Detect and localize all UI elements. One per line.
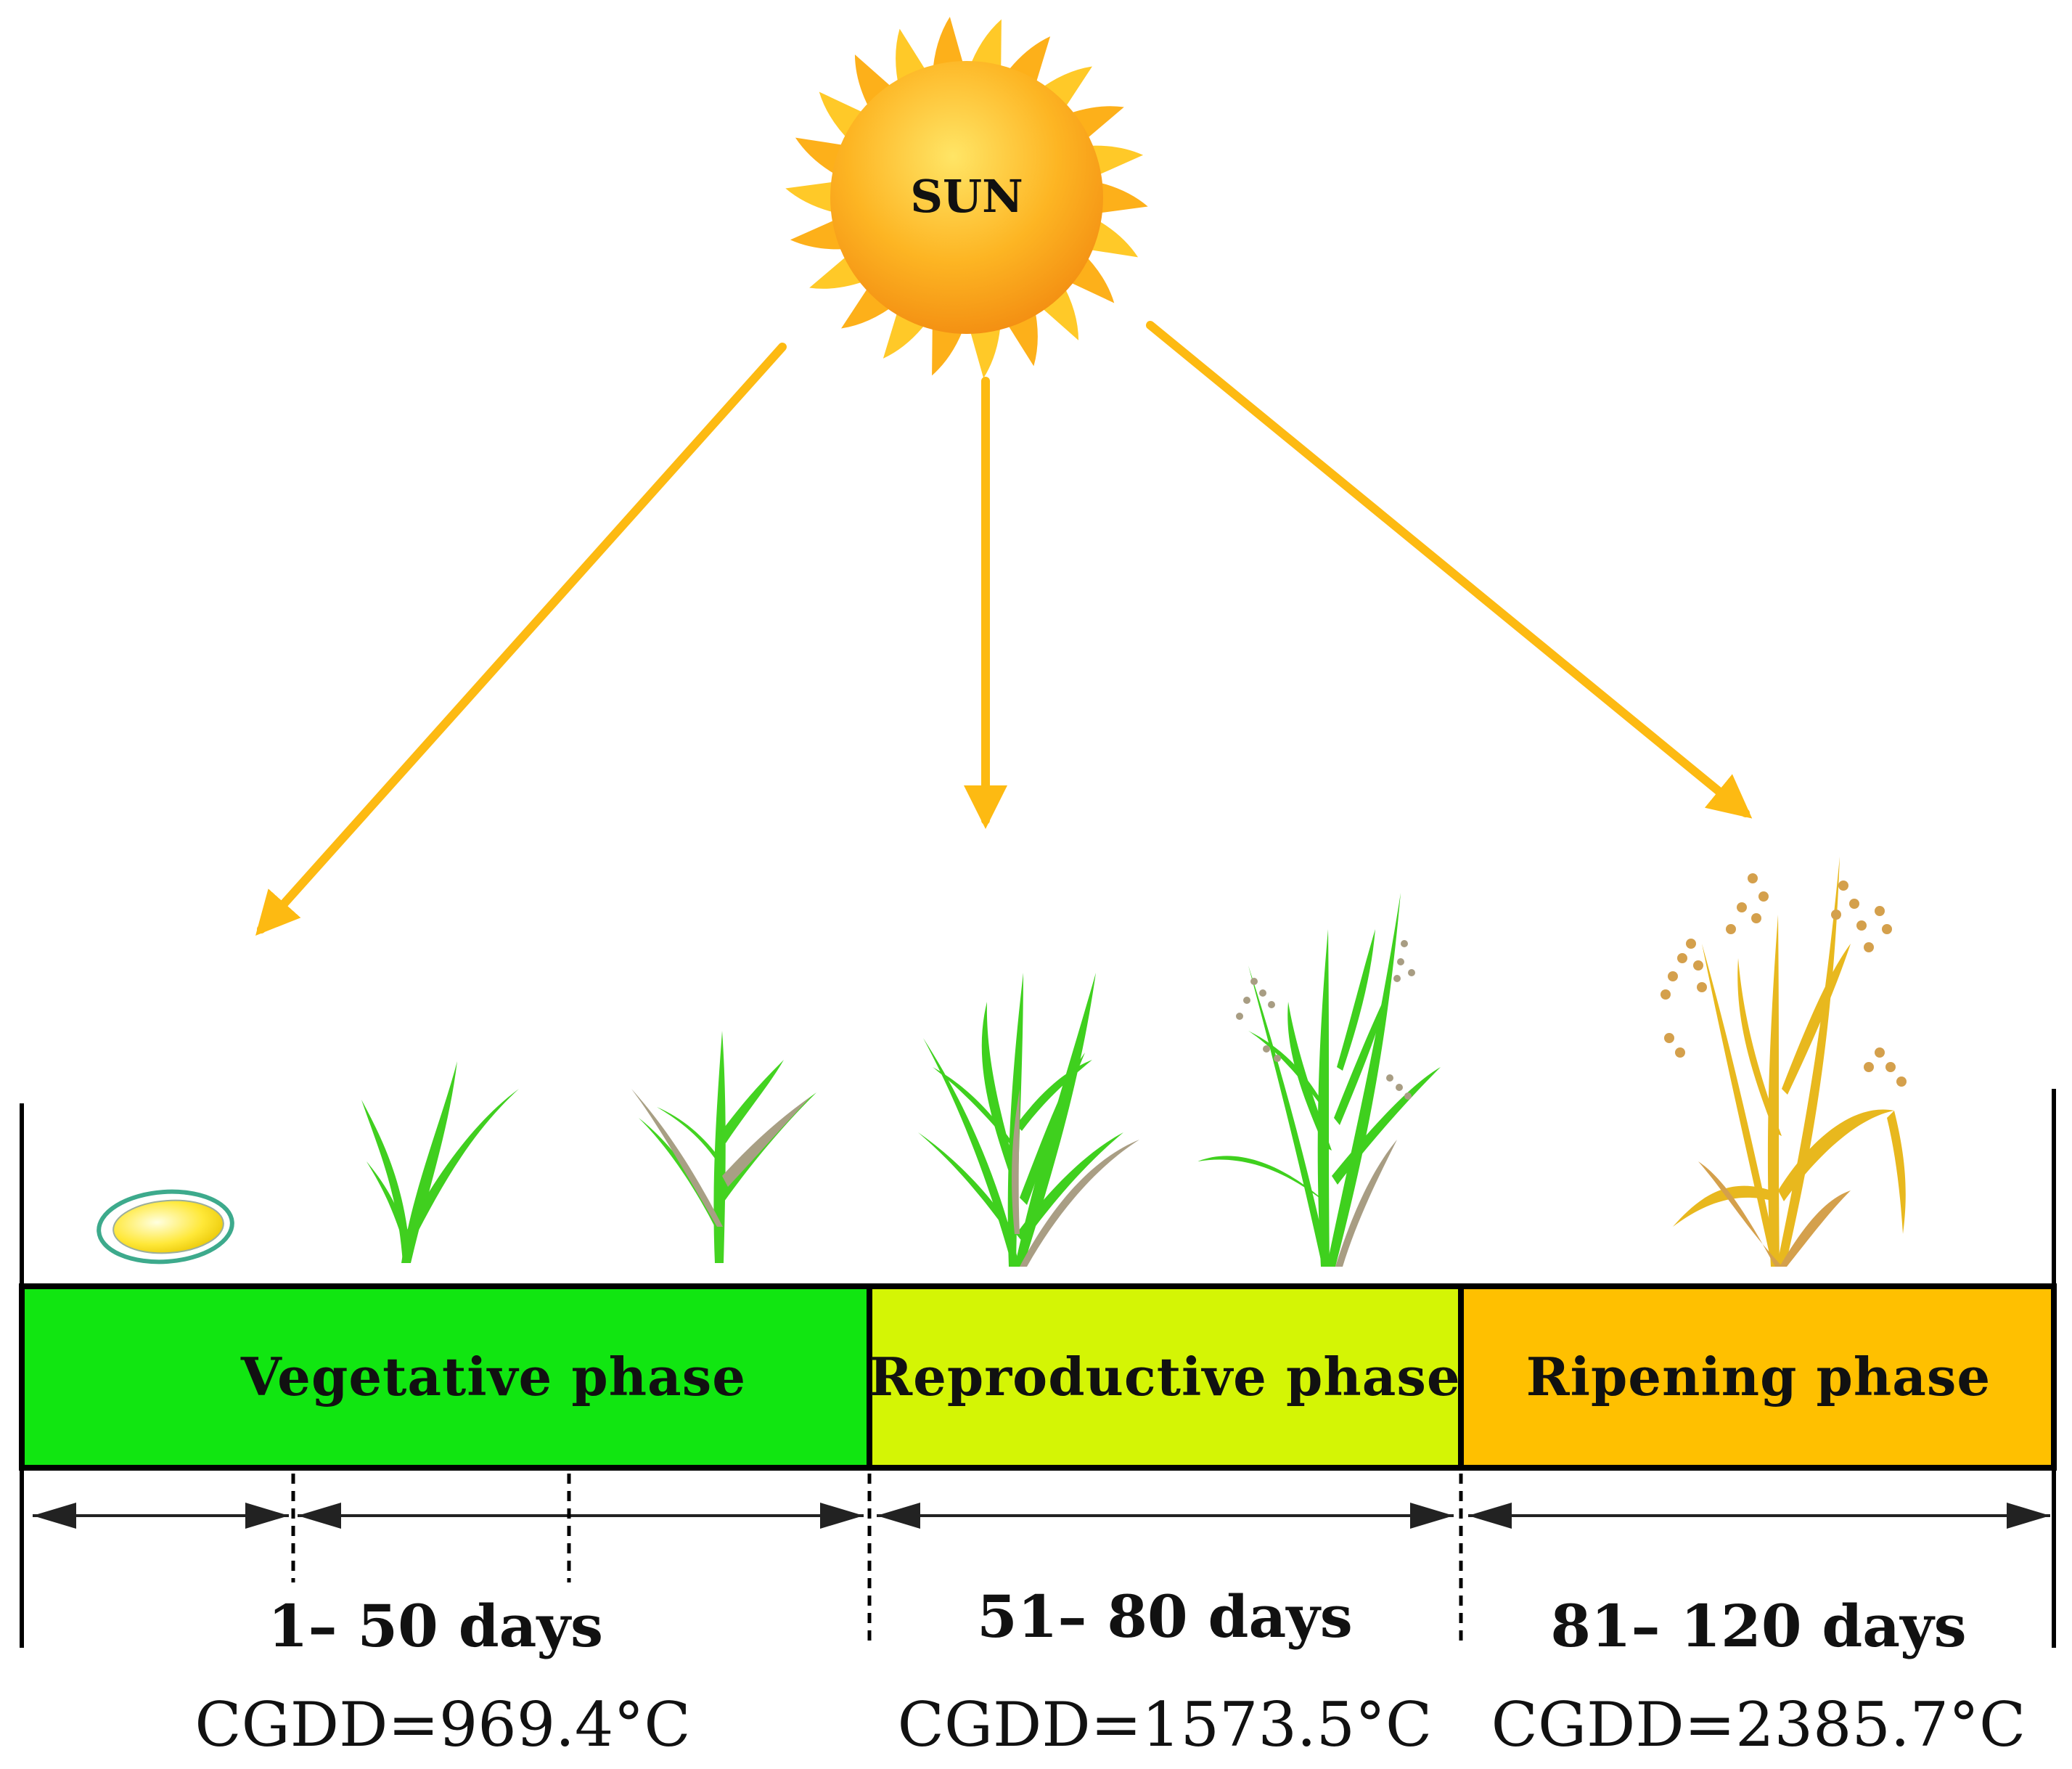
phase-label-reproductive: Reproductive phase [869, 1346, 1460, 1408]
sun-label: SUN [910, 170, 1023, 223]
days-label-ripening: 81– 120 days [1550, 1592, 1966, 1660]
mature-rice-plant-icon [1661, 857, 1907, 1267]
phase-bar: Vegetative phase Reproductive phase Ripe… [19, 1283, 2057, 1471]
sun-ray [932, 17, 965, 75]
phase-label-ripening: Ripening phase [1526, 1346, 1991, 1408]
sun: SUN [785, 17, 1148, 378]
reproductive-duration-arrow [877, 1503, 1454, 1529]
sun-disc [830, 61, 1103, 334]
sun-ray [1092, 181, 1148, 214]
phase-box-reproductive [867, 1283, 1464, 1471]
sunlight-arrow-right [1146, 321, 1753, 819]
sunlight-arrows [255, 321, 1753, 936]
vegetative-substage-arrow-1 [33, 1503, 289, 1529]
tillering-plant-icon [631, 1031, 816, 1263]
phase-box-ripening [1458, 1283, 2057, 1471]
sun-ray [785, 181, 841, 214]
days-label-reproductive: 51– 80 days [977, 1582, 1353, 1651]
growth-stages [97, 857, 1907, 1267]
rice-seed-icon [97, 1189, 234, 1265]
ripening-duration-arrow [1468, 1503, 2050, 1529]
seedling-icon [361, 1061, 519, 1263]
sunlight-arrow-left [255, 343, 787, 936]
booting-plant-icon [918, 973, 1139, 1267]
cgdd-label-ripening: CGDD=2385.7°C [1491, 1689, 2026, 1760]
days-label-vegetative: 1– 50 days [268, 1592, 603, 1660]
cgdd-label-reproductive: CGDD=1573.5°C [898, 1689, 1433, 1760]
vegetative-substage-arrow-2 [298, 1503, 864, 1529]
heading-plant-icon [1197, 893, 1441, 1267]
duration-arrows [33, 1503, 2050, 1529]
phase-label-vegetative: Vegetative phase [240, 1346, 746, 1408]
dotted-dividers [291, 1474, 1463, 1644]
sun-ray [968, 19, 1002, 75]
phase-durations: 1– 50 days 51– 80 days 81– 120 days CGDD… [194, 1582, 2026, 1760]
sun-ray [968, 319, 1002, 378]
sun-ray [932, 319, 965, 376]
cgdd-label-vegetative: CGDD=969.4°C [194, 1689, 690, 1760]
